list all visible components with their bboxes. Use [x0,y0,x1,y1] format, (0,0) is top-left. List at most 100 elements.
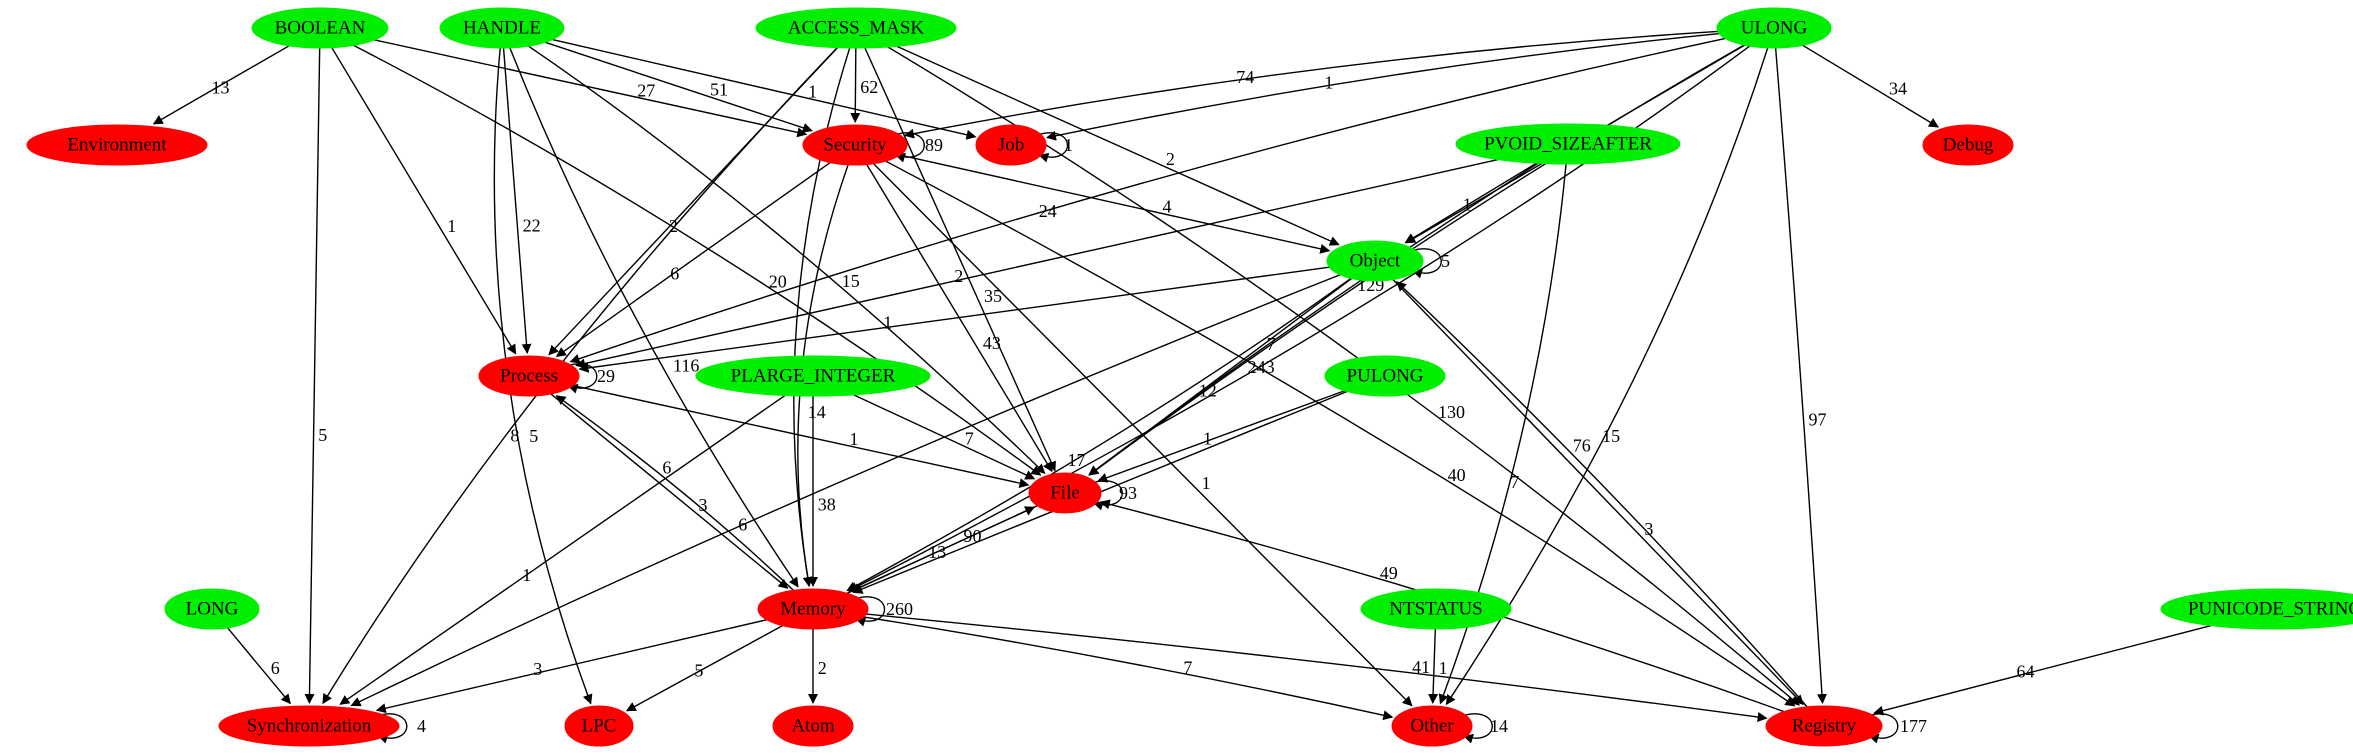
edge-line [1046,32,1720,141]
edge-other-to-other: 14 [1461,713,1508,744]
edge-object-to-registry: 3 [1392,279,1804,706]
edge-line [854,596,886,627]
edge-count-label: 1 [1324,72,1333,92]
node-label: BOOLEAN [275,18,366,39]
edge-count-label: 51 [710,79,728,99]
node-boolean: BOOLEAN [251,7,389,49]
edge-object-to-memory: 17 [846,277,1352,592]
edge-line [545,41,813,133]
edge-count-label: 260 [886,599,913,619]
edge-count-label: 15 [842,271,860,291]
edge-line [885,160,1796,707]
edge-count-label: 1 [808,81,817,101]
edge-count-label: 1 [850,429,859,449]
edge-count-label: 17 [1068,450,1086,470]
node-label: LONG [186,599,239,620]
edge-line [847,45,1751,592]
node-label: Registry [1792,716,1857,737]
edge-count-label: 20 [769,271,787,291]
edge-count-label: 5 [1441,251,1450,271]
edge-process-to-memory: 3 [550,393,789,589]
edge-line [1802,44,1939,128]
edge-count-label: 1 [1202,473,1211,493]
edge-registry-to-object: 76 [1396,281,1808,708]
edge-pvoid_sizeafter-to-object: 1 [1404,162,1537,244]
edge-boolean-to-process: 1 [331,47,517,355]
edge-memory-to-memory: 260 [854,596,913,627]
edge-process-to-process: 29 [566,363,615,394]
edge-line [866,613,1768,722]
edge-line [353,44,1042,476]
edge-handle-to-job: 1 [552,38,977,140]
node-shape [26,124,208,166]
node-label: PULONG [1346,366,1423,387]
node-label: ACCESS_MASK [788,18,924,39]
node-shape [1324,355,1446,397]
edge-count-label: 7 [1183,657,1192,677]
edge-ulong-to-registry: 97 [1774,47,1827,705]
edge-punicode_string-to-registry: 64 [1873,624,2212,716]
node-shape [1391,705,1473,747]
edge-count-label: 64 [2017,661,2035,681]
edge-count-label: 6 [738,515,747,535]
node-label: Job [998,135,1024,156]
edge-memory-to-file: 90 [846,506,1036,594]
edge-line [1410,248,1442,279]
edge-access_mask-to-security: 62 [850,47,878,123]
edge-line [152,45,290,125]
edge-security-to-registry: 40 [885,160,1796,707]
edge-handle-to-file: 15 [528,45,1046,475]
edge-line [1867,713,1899,744]
node-shape [2160,588,2353,630]
edge-count-label: 2 [954,266,963,286]
edge-count-label: 177 [1900,716,1927,736]
node-pulong: PULONG [1324,355,1446,397]
node-punicode-string: PUNICODE_STRING [2160,588,2353,630]
edge-count-label: 14 [808,402,826,422]
node-shape [564,705,634,747]
edge-line [555,395,794,591]
edge-count-label: 62 [860,77,878,97]
node-memory: Memory [757,588,869,630]
edge-line [374,39,808,138]
edge-count-label: 1 [1463,195,1472,215]
edge-line [1392,279,1804,706]
node-long: LONG [164,588,260,630]
node-shape [1360,588,1512,630]
edge-line [227,627,291,705]
edge-handle-to-memory: 116 [509,47,799,588]
edge-count-label: 6 [670,263,679,283]
edge-count-label: 38 [818,495,836,515]
node-shape [772,705,854,747]
edge-count-label: 34 [1889,79,1907,99]
node-shape [218,705,400,747]
node-process: Process [478,355,580,397]
edge-boolean-to-environment: 13 [152,45,290,125]
node-shape [757,588,869,630]
edge-boolean-to-file: 20 [353,44,1042,476]
edge-count-label: 7 [1510,472,1519,492]
edge-job-to-job: 1 [1037,132,1073,163]
edge-process-to-file: 1 [572,384,1030,488]
edge-ntstatus-to-other: 1 [1428,628,1448,705]
node-shape [802,124,908,166]
edge-line [1097,390,1345,483]
node-file: File [1028,472,1102,514]
edge-count-label: 43 [983,333,1001,353]
node-environment: Environment [26,124,208,166]
node-handle: HANDLE [439,7,565,49]
edge-line [863,616,1394,721]
edge-pvoid_sizeafter-to-process: 2 [575,158,1499,369]
node-shape [1028,472,1102,514]
edge-memory-to-process: 6 [555,395,794,591]
node-lpc: LPC [564,705,634,747]
edge-object-to-process: 1 [578,266,1330,373]
edge-line [575,158,1499,369]
edge-line [376,713,408,744]
edge-count-label: 6 [271,658,280,678]
edge-access_mask-to-object: 2 [896,45,1340,246]
edge-plarge_integer-to-memory: 38 [808,396,836,587]
node-label: PLARGE_INTEGER [731,366,896,387]
edge-line [528,45,1046,475]
node-shape [164,588,260,630]
